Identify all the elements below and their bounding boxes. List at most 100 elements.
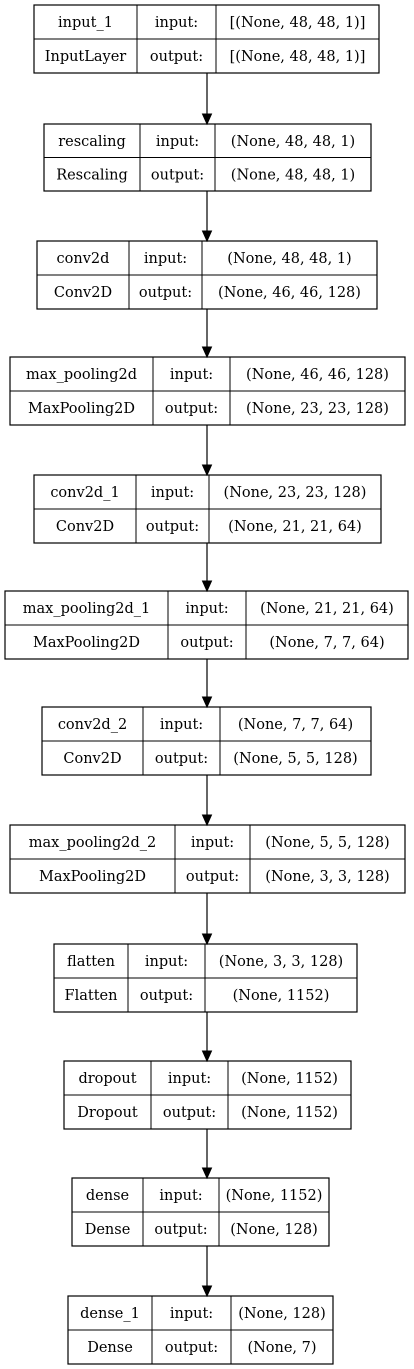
input-shape: (None, 3, 3, 128) [219, 954, 343, 970]
output-label: output: [154, 1222, 207, 1238]
layer-type: MaxPooling2D [28, 401, 135, 417]
output-shape: (None, 23, 23, 128) [246, 401, 389, 417]
arrow-head-icon [201, 230, 213, 243]
input-shape: (None, 21, 21, 64) [260, 601, 394, 617]
output-label: output: [150, 49, 203, 65]
layer-name: max_pooling2d_1 [23, 601, 150, 617]
output-label: output: [165, 1340, 218, 1356]
input-shape: (None, 7, 7, 64) [238, 717, 353, 733]
layer-type: Conv2D [63, 751, 121, 767]
input-label: input: [160, 717, 203, 733]
layer-type: Conv2D [56, 519, 114, 535]
edge-arrow-max-pooling2d-to-conv2d-1 [201, 425, 213, 477]
input-label: input: [159, 1188, 202, 1204]
layer-name: flatten [67, 954, 115, 970]
layer-name: conv2d_1 [50, 485, 119, 501]
edge-arrow-flatten-to-dropout [201, 1012, 213, 1063]
output-shape: (None, 1152) [233, 988, 330, 1004]
input-label: input: [168, 1071, 211, 1087]
output-label: output: [186, 869, 239, 885]
layer-type: Flatten [65, 988, 118, 1004]
input-shape: (None, 128) [238, 1306, 326, 1322]
input-label: input: [151, 485, 194, 501]
edge-arrow-dense-to-dense-1 [201, 1246, 213, 1298]
arrow-head-icon [201, 346, 213, 359]
layer-type: Dense [87, 1340, 133, 1356]
input-label: input: [185, 601, 228, 617]
edge-arrow-max-pooling2d-1-to-conv2d-2 [201, 659, 213, 709]
layer-name: input_1 [58, 15, 113, 31]
edge-arrow-conv2d-2-to-max-pooling2d-2 [201, 775, 213, 827]
output-label: output: [180, 635, 233, 651]
arrow-head-icon [201, 113, 213, 126]
output-label: output: [165, 401, 218, 417]
layer-name: max_pooling2d_2 [29, 835, 156, 851]
layer-type: Conv2D [54, 285, 112, 301]
output-shape: (None, 48, 48, 1) [231, 167, 355, 183]
input-shape: (None, 48, 48, 1) [227, 251, 351, 267]
arrow-head-icon [201, 464, 213, 477]
layer-type: MaxPooling2D [39, 869, 146, 885]
output-shape: (None, 21, 21, 64) [228, 519, 362, 535]
input-label: input: [170, 1306, 213, 1322]
output-shape: (None, 1152) [241, 1105, 338, 1121]
edge-arrow-max-pooling2d-2-to-flatten [201, 893, 213, 946]
output-label: output: [163, 1105, 216, 1121]
input-label: input: [145, 954, 188, 970]
input-shape: (None, 48, 48, 1) [231, 134, 355, 150]
layer-name: max_pooling2d [26, 367, 137, 383]
input-shape: (None, 1152) [241, 1071, 338, 1087]
layer-name: dense [86, 1188, 129, 1204]
arrow-head-icon [201, 696, 213, 709]
layer-name: conv2d_2 [58, 717, 127, 733]
output-shape: (None, 7) [247, 1340, 316, 1356]
layer-type: Dense [85, 1222, 131, 1238]
input-label: input: [155, 15, 198, 31]
layer-type: Rescaling [56, 167, 128, 183]
layer-name: dropout [78, 1071, 136, 1087]
output-shape: (None, 3, 3, 128) [265, 869, 389, 885]
input-shape: [(None, 48, 48, 1)] [230, 15, 366, 31]
input-shape: (None, 5, 5, 128) [265, 835, 389, 851]
output-label: output: [155, 751, 208, 767]
input-shape: (None, 46, 46, 128) [246, 367, 389, 383]
arrow-head-icon [201, 1285, 213, 1298]
layer-name: rescaling [58, 134, 126, 150]
edge-arrow-conv2d-1-to-max-pooling2d-1 [201, 543, 213, 593]
output-label: output: [139, 285, 192, 301]
output-label: output: [146, 519, 199, 535]
edge-arrow-conv2d-to-max-pooling2d [201, 309, 213, 359]
layer-type: Dropout [77, 1105, 138, 1121]
layer-name: dense_1 [80, 1306, 140, 1322]
layer-type: MaxPooling2D [33, 635, 140, 651]
input-label: input: [170, 367, 213, 383]
edge-arrow-dropout-to-dense [201, 1129, 213, 1180]
arrow-head-icon [201, 814, 213, 827]
edge-arrow-rescaling-to-conv2d [201, 191, 213, 243]
layer-name: conv2d [57, 251, 110, 267]
input-label: input: [144, 251, 187, 267]
input-shape: (None, 1152) [226, 1188, 323, 1204]
input-shape: (None, 23, 23, 128) [224, 485, 367, 501]
input-label: input: [191, 835, 234, 851]
edge-arrow-input-1-to-rescaling [201, 73, 213, 126]
output-shape: (None, 7, 7, 64) [269, 635, 384, 651]
output-label: output: [140, 988, 193, 1004]
output-shape: (None, 5, 5, 128) [233, 751, 357, 767]
output-label: output: [151, 167, 204, 183]
layer-type: InputLayer [45, 49, 127, 65]
arrow-head-icon [201, 933, 213, 946]
